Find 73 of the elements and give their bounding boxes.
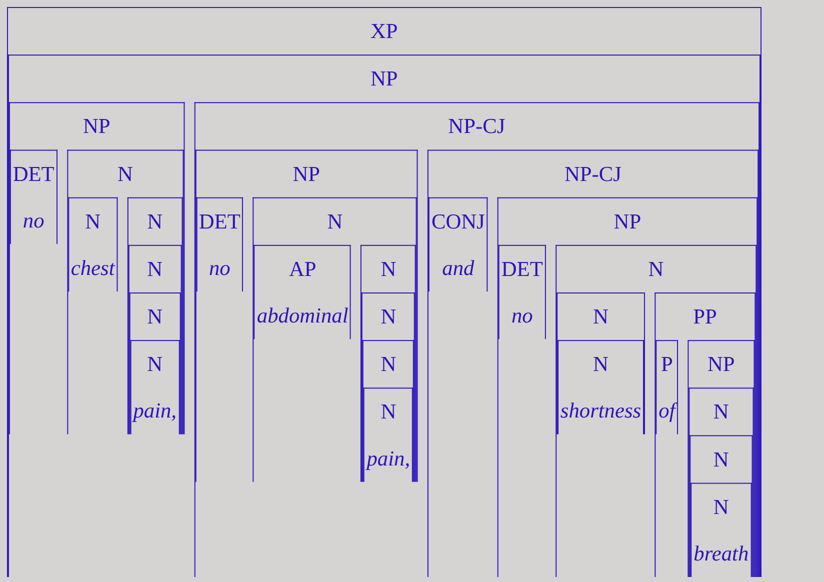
category-label: PP <box>692 303 718 330</box>
category-label: N <box>146 303 164 330</box>
constituent-box <box>129 292 180 434</box>
constituent-box <box>498 197 758 577</box>
constituent-box <box>194 102 760 577</box>
word-label: abdominal <box>256 302 350 330</box>
constituent-box <box>556 292 645 434</box>
category-label: DET <box>198 208 242 236</box>
category-label: AP <box>288 256 318 283</box>
constituent-box <box>66 150 184 434</box>
category-label: N <box>380 256 398 283</box>
category-label: N <box>712 446 730 474</box>
constituent-box <box>362 292 415 482</box>
constituent-box <box>362 340 414 482</box>
category-label: N <box>146 256 164 283</box>
constituent-box <box>196 197 244 292</box>
word-label: pain, <box>131 397 178 425</box>
constituent-box <box>428 150 758 577</box>
category-label: N <box>647 256 665 283</box>
constituent-box <box>130 340 180 434</box>
category-label: P <box>660 350 674 378</box>
constituent-box <box>428 197 488 292</box>
category-label: N <box>712 398 730 426</box>
word-label: no <box>510 302 534 330</box>
constituent-box <box>10 150 58 244</box>
constituent-box <box>656 340 678 434</box>
constituent-box <box>688 388 754 577</box>
word-label: shortness <box>559 397 642 425</box>
category-label: NP <box>612 208 642 236</box>
word-label: pain, <box>364 444 412 472</box>
category-label: NP <box>706 350 736 378</box>
category-label: N <box>146 208 164 236</box>
category-label: N <box>326 208 344 236</box>
word-label: no <box>22 207 46 234</box>
category-label: NP <box>292 160 322 188</box>
category-label: N <box>592 303 610 330</box>
word-label: of <box>658 397 678 425</box>
constituent-box <box>8 102 184 434</box>
category-label: XP <box>369 18 399 45</box>
constituent-box <box>194 150 418 482</box>
constituent-box <box>688 340 754 577</box>
constituent-box <box>557 340 644 434</box>
constituent-box <box>654 292 756 577</box>
category-label: NP-CJ <box>447 112 506 140</box>
category-label: N <box>380 398 398 426</box>
constituent-box <box>360 244 416 482</box>
constituent-box <box>498 244 546 340</box>
category-label: N <box>712 493 730 521</box>
constituent-box <box>364 388 413 482</box>
category-label: NP <box>369 65 399 92</box>
constituent-box <box>253 197 417 482</box>
constituent-box <box>556 244 756 577</box>
word-label: breath <box>692 540 750 568</box>
word-label: chest <box>70 254 116 282</box>
category-label: CONJ <box>430 208 486 236</box>
category-label: N <box>380 303 398 330</box>
word-label: no <box>208 254 232 282</box>
category-label: NP <box>82 112 112 140</box>
category-label: NP-CJ <box>563 160 622 188</box>
category-label: N <box>592 350 610 378</box>
category-label: N <box>380 350 398 378</box>
word-label: and <box>441 254 476 282</box>
category-label: N <box>146 350 164 378</box>
constituent-box <box>690 435 753 577</box>
constituent-box <box>254 244 352 340</box>
category-label: DET <box>500 256 544 283</box>
constituent-box <box>128 244 182 434</box>
constituent-box <box>127 197 182 434</box>
constituent-box <box>690 482 752 577</box>
constituent-box <box>68 197 118 292</box>
category-label: DET <box>12 160 56 188</box>
category-label: N <box>84 208 102 236</box>
category-label: N <box>116 160 134 188</box>
